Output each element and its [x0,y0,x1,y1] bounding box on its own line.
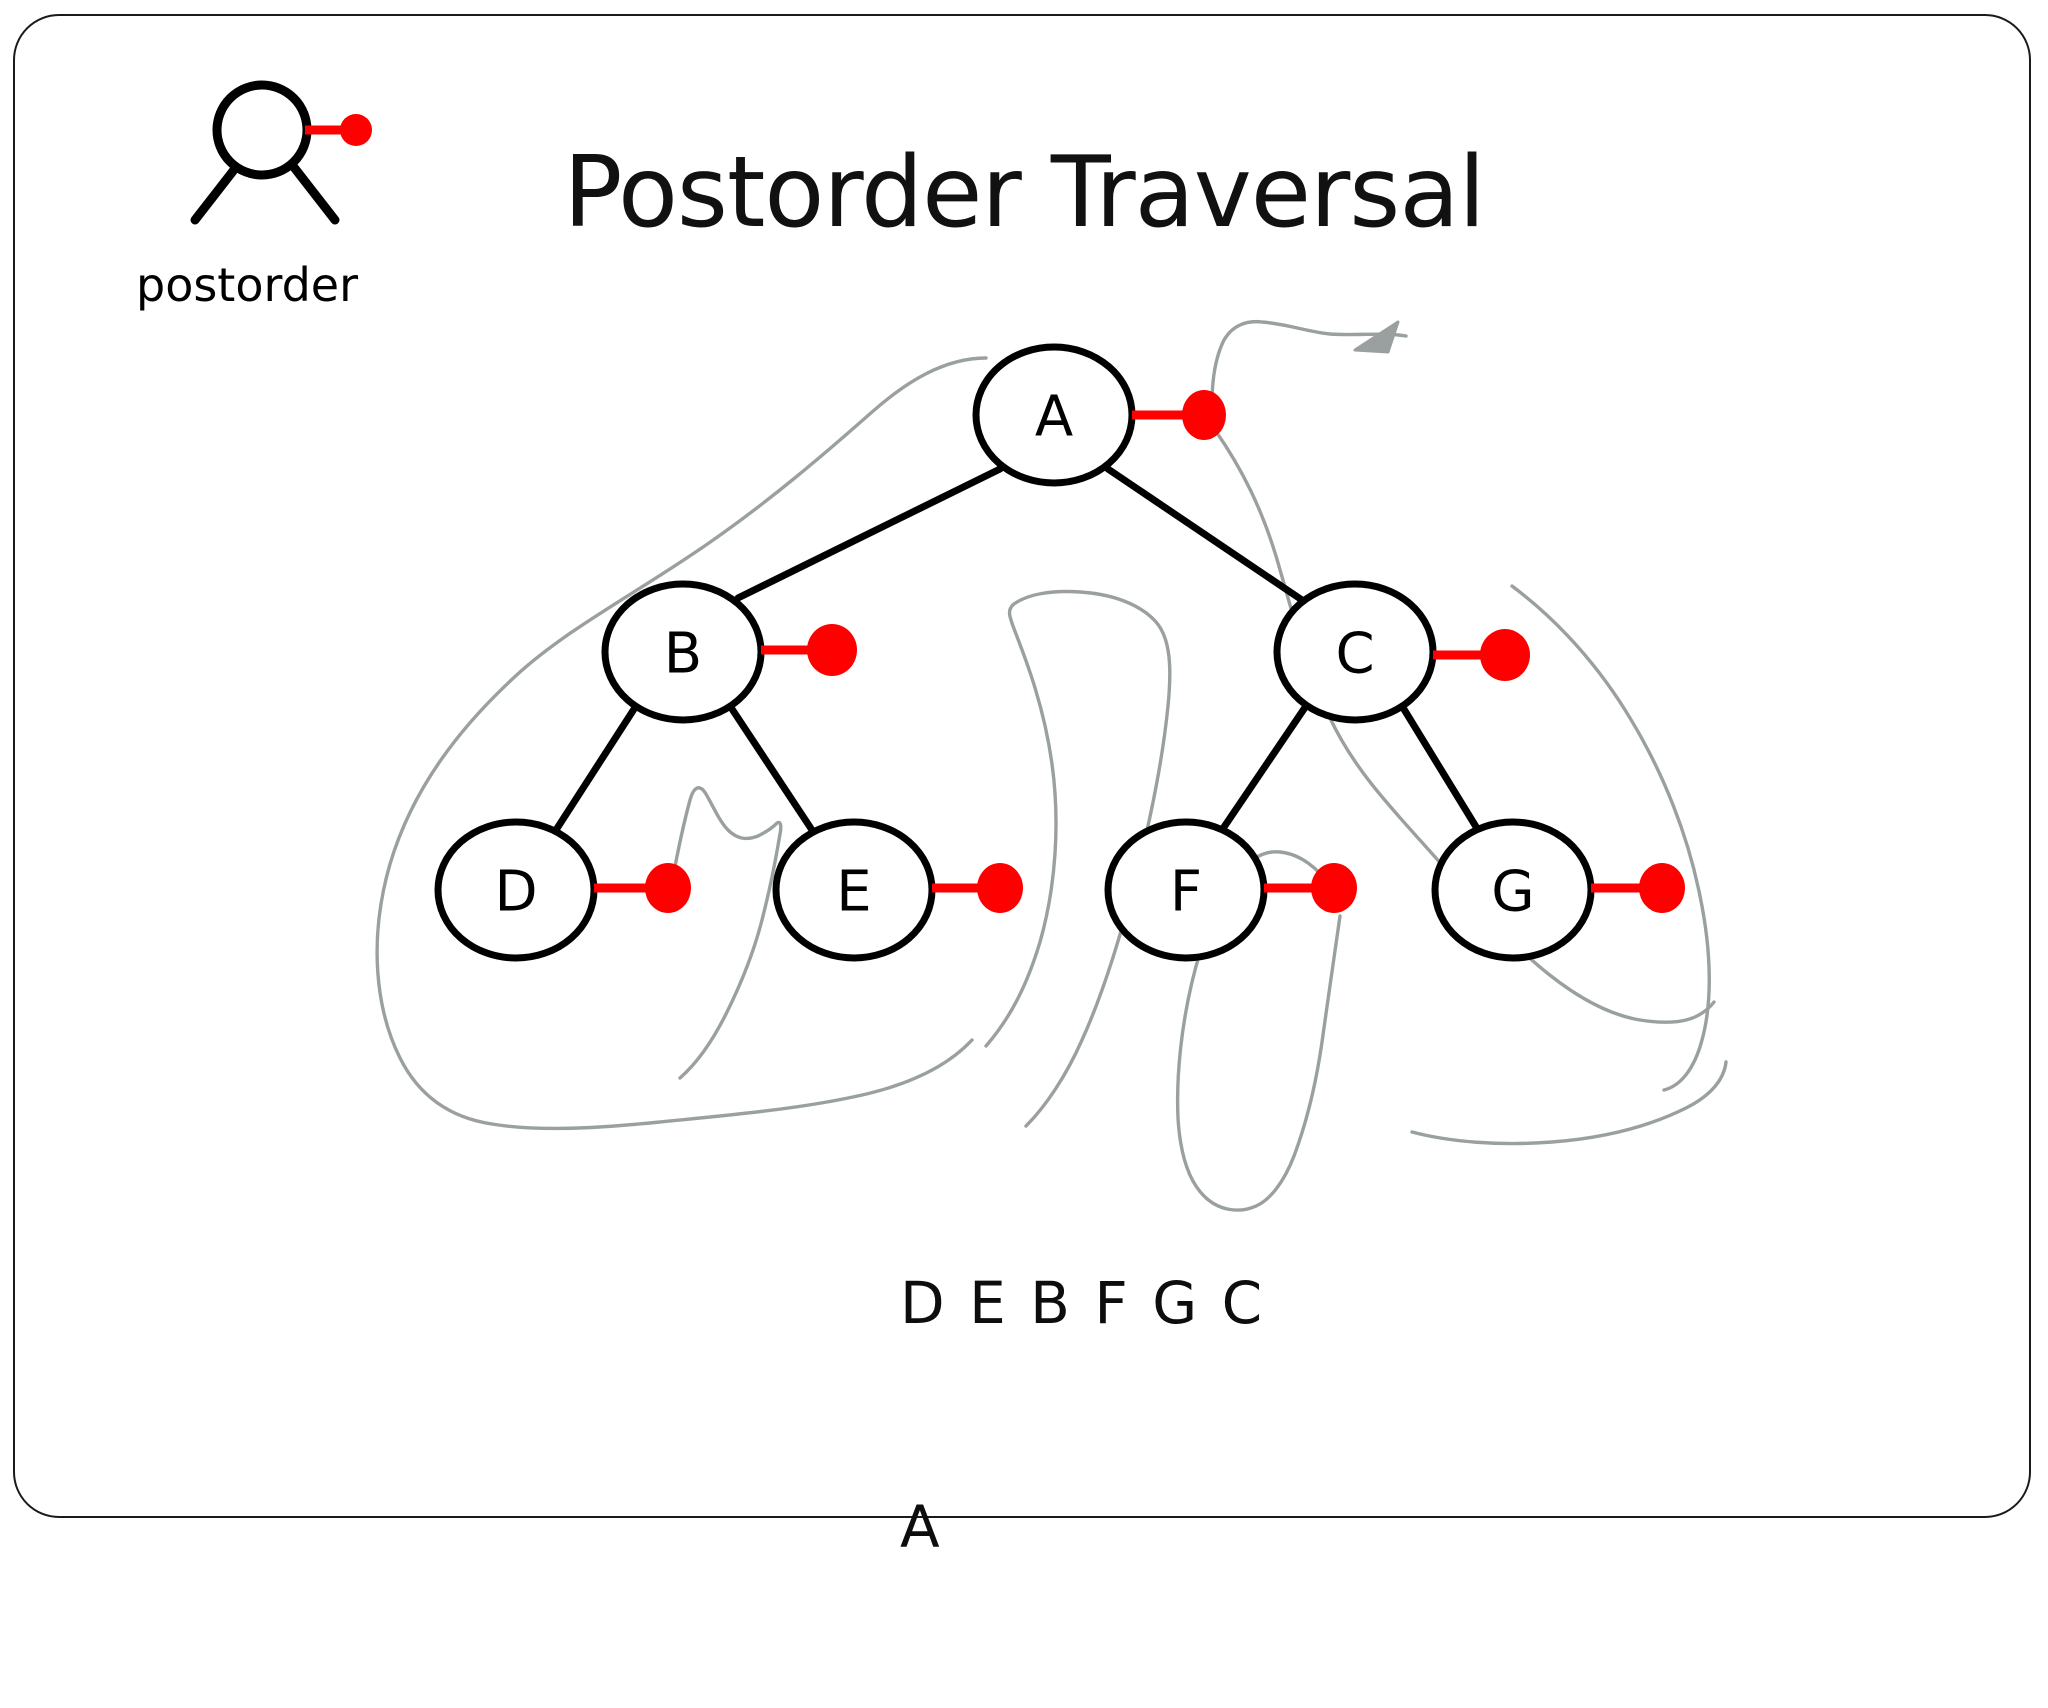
edge-a-b [734,465,1004,602]
node-c-marker-dot [1480,629,1530,681]
traversal-notch-de [670,786,783,1080]
edge-a-c [1104,465,1306,604]
traversal-path-outline [375,319,1728,1212]
legend-marker-dot [340,114,372,146]
edge-b-d [552,702,640,834]
binary-tree-diagram: A B C D E [375,319,1728,1212]
node-f-marker-dot [1311,863,1357,913]
traversal-output: D E B F G C A [900,1122,1265,1708]
edge-c-g [1398,702,1482,834]
node-b-marker-dot [807,624,857,676]
page-title: Postorder Traversal [563,136,1485,250]
traversal-outer-contour [1213,428,1716,1024]
traversal-bottom-right [1410,1060,1728,1146]
traversal-output-line-2: A [900,1492,943,1561]
node-f-label: F [1170,860,1202,925]
traversal-output-line-1: D E B F G C [900,1269,1266,1337]
tree-node-f[interactable]: F [1104,818,1357,962]
traversal-arrowhead [1353,320,1400,354]
tree-edges [552,465,1482,834]
edge-c-f [1218,702,1310,834]
tree-node-b[interactable]: B [601,580,857,724]
tree-node-a[interactable]: A [972,343,1226,487]
node-a-label: A [1035,385,1073,450]
traversal-exit-stroke [1210,319,1408,406]
node-e-label: E [836,860,871,925]
traversal-center-hook [984,589,1172,1128]
node-c-label: C [1335,622,1374,687]
edge-b-e [726,702,816,834]
node-a-marker-dot [1182,390,1226,440]
legend-label: postorder [136,258,359,312]
node-g-marker-dot [1639,863,1685,913]
node-d-marker-dot [645,863,691,913]
tree-node-e[interactable]: E [772,818,1023,962]
node-d-label: D [494,860,537,925]
tree-node-c[interactable]: C [1273,580,1530,724]
traversal-left-contour [375,356,988,1131]
tree-node-g[interactable]: G [1431,818,1685,962]
node-b-label: B [664,622,702,687]
traversal-right-wrap [1510,584,1711,1092]
slide-canvas: postorder Postorder Traversal [13,14,2031,1561]
node-e-marker-dot [977,863,1023,913]
node-g-label: G [1491,860,1534,925]
tree-node-d[interactable]: D [434,818,691,962]
postorder-node-icon [190,80,372,225]
